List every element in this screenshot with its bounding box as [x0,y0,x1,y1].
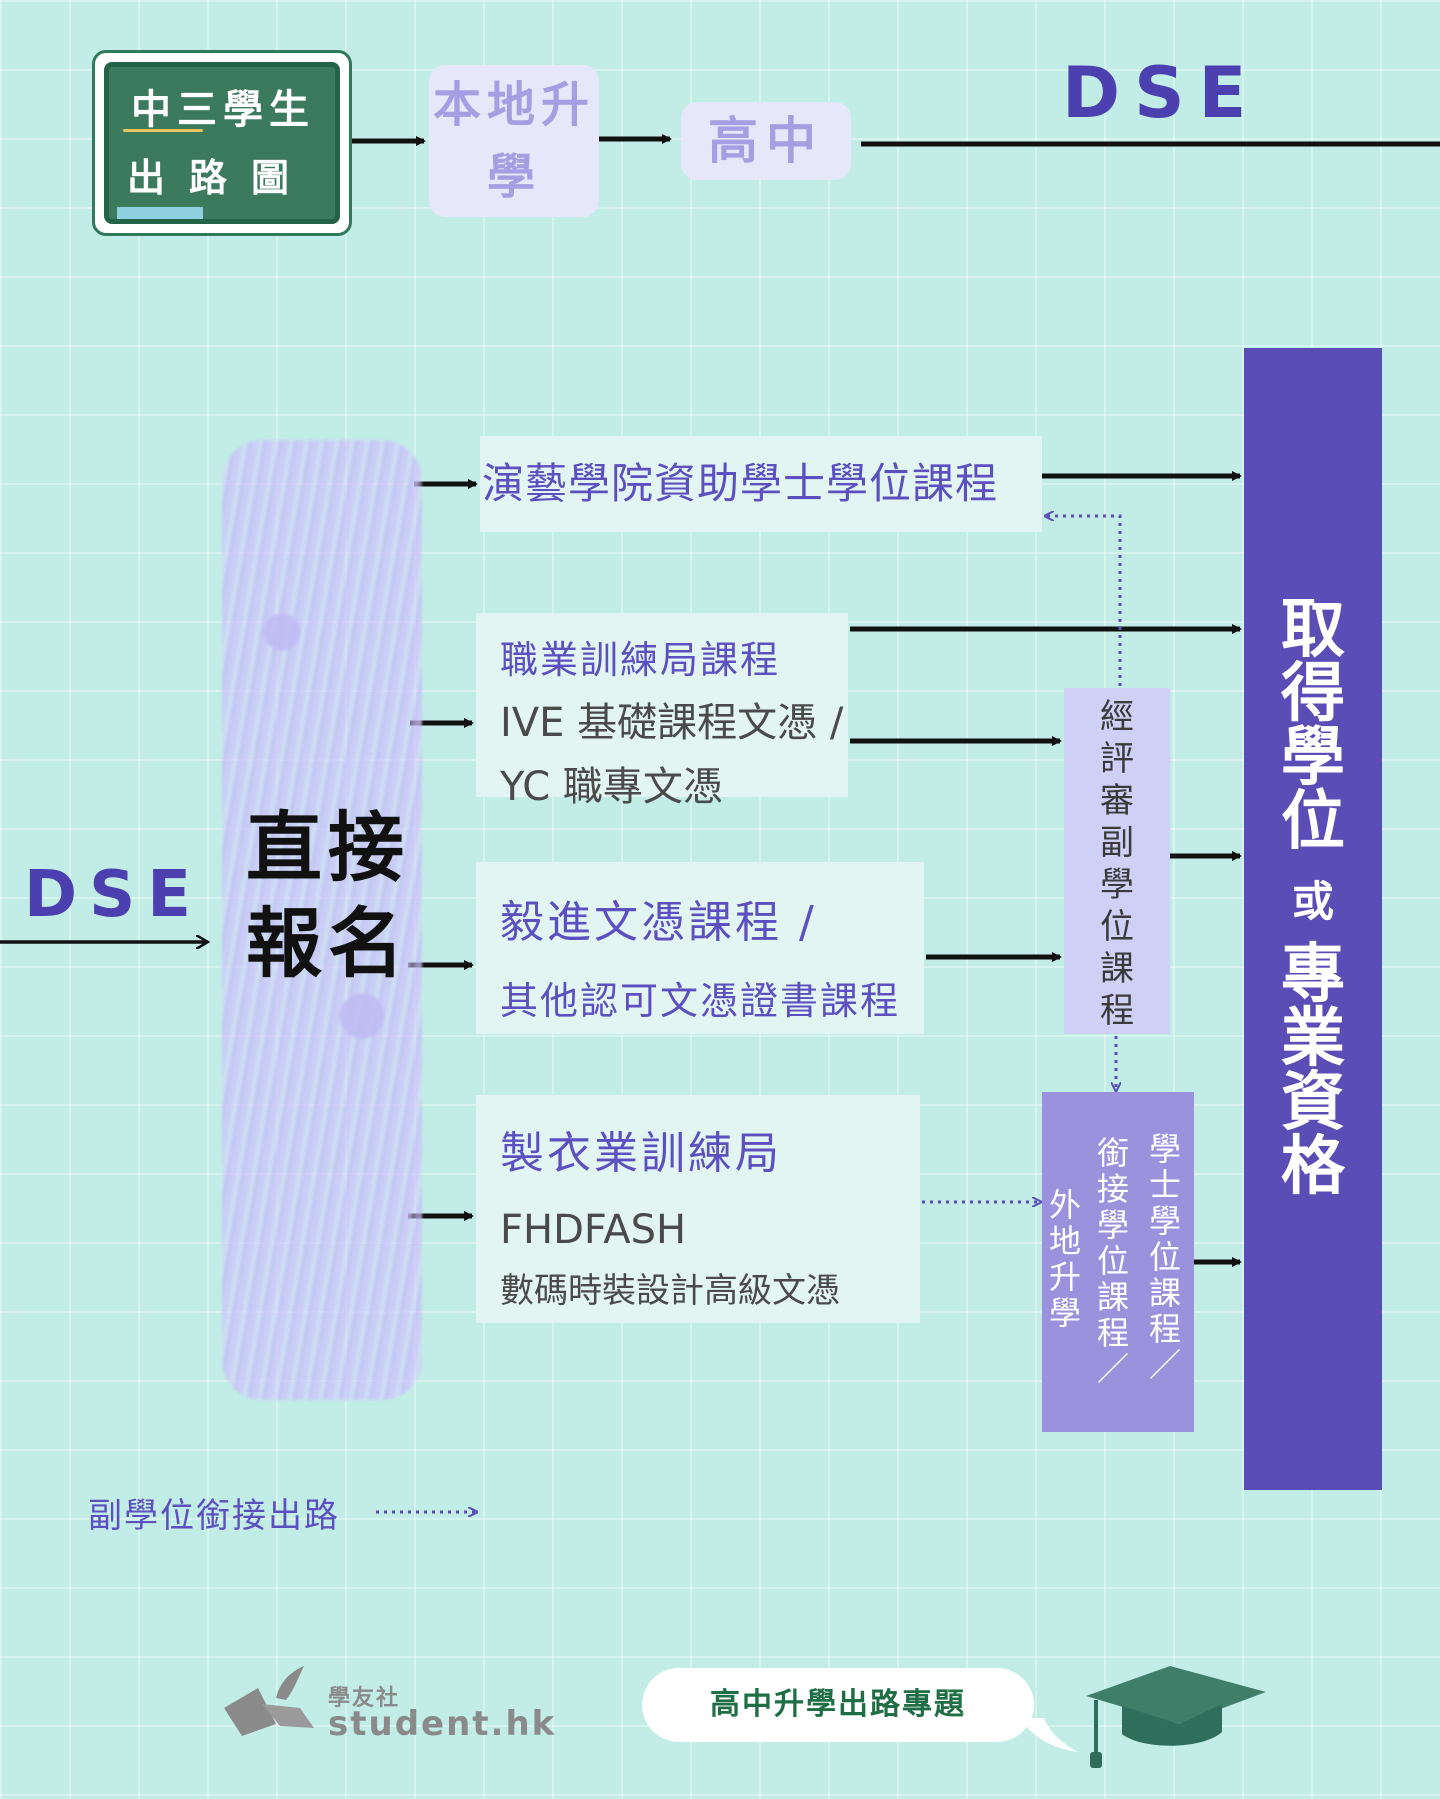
brush-splat-decoration [222,440,422,1400]
result-bar: 取得學位 或 專業資格 [1244,348,1382,1490]
further-col1: 學士學位課程／ [1144,1132,1182,1384]
associate-text: 經評審副學位課程 [1100,697,1134,1031]
result-part2: 專業資格 [1281,938,1345,1204]
vtc-line2: YC 職專文憑 [500,764,723,810]
yijin-title: 毅進文憑課程 / [500,897,817,948]
vtc-title: 職業訓練局課程 [500,638,781,682]
chalk-mark-icon [123,129,203,132]
eraser-icon [117,207,203,219]
logo-icon [224,1666,314,1736]
further-study-box: 學士學位課程／ 銜接學位課程／ 外地升學 [1042,1092,1194,1432]
clothing-subtitle: 數碼時裝設計高級文憑 [500,1271,840,1311]
direct-apply-text: 直接報名 [246,803,410,988]
speech-bubble-tail [1020,1718,1078,1752]
clothing-code: FHDFASH [500,1207,687,1253]
legend-label: 副學位銜接出路 [88,1496,340,1536]
title-line2: 出路圖 [127,156,314,200]
topic-speech-bubble: 高中升學出路專題 [642,1668,1034,1742]
title-board: 中三學生 出路圖 [104,62,340,224]
direct-apply-label: 直接報名 [246,800,416,992]
further-col3: 外地升學 [1044,1188,1082,1332]
result-part1: 取得學位 [1281,593,1345,859]
dse-left-label: DSE [24,858,203,932]
vtc-course-box: 職業訓練局課程 IVE 基礎課程文憑 / YC 職專文憑 [476,613,848,810]
logo-english: student.hk [328,1704,557,1744]
clothing-title: 製衣業訓練局 [500,1128,782,1179]
dse-top-label: DSE [1062,52,1261,134]
vtc-line1: IVE 基礎課程文憑 / [500,700,844,746]
graduation-cap-icon [1086,1666,1266,1768]
further-col2: 銜接學位課程／ [1092,1136,1130,1388]
clothing-course-box: 製衣業訓練局 FHDFASH 數碼時裝設計高級文憑 [476,1095,920,1323]
yijin-subtitle: 其他認可文憑證書課程 [500,979,901,1023]
result-or: 或 [1291,877,1334,926]
yijin-course-box: 毅進文憑課程 / 其他認可文憑證書課程 [476,862,924,1034]
associate-degree-box: 經評審副學位課程 [1064,688,1170,1034]
high-school-pill: 高中 [681,102,851,180]
apa-course-box: 演藝學院資助學士學位課程 [480,436,1042,532]
title-line1: 中三學生 [131,87,315,133]
logo-chinese: 學友社 [328,1686,401,1711]
dotted-associate-to-apa [1046,516,1122,686]
local-study-pill: 本地升學 [429,65,599,217]
